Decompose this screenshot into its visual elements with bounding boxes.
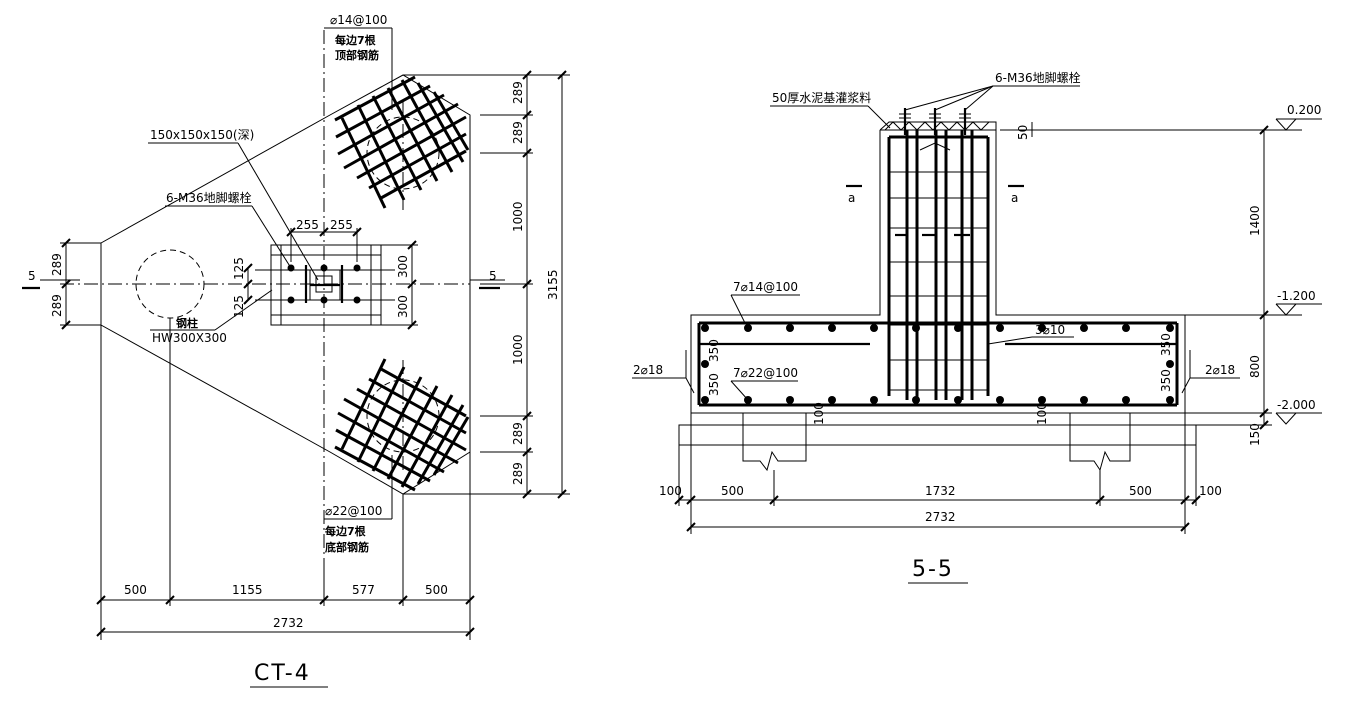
section-bolts-note: 6-M36地脚螺栓 [995, 70, 1081, 85]
anchor-bolt [287, 296, 295, 304]
elevation-marker-mid [1270, 303, 1322, 316]
elevation-top: 0.200 [1287, 103, 1321, 117]
dim-left-350-a: 350 [707, 339, 721, 362]
elevation-marker-bottom [1275, 412, 1322, 425]
blinding-layer [678, 424, 1197, 446]
dim-255-right: 255 [330, 218, 353, 232]
dim-r289-b: 289 [511, 121, 525, 144]
dim-125-lower: 125 [232, 295, 246, 318]
dim-r289-c: 289 [511, 422, 525, 445]
top-rebar-desc: 顶部钢筋 [335, 48, 379, 62]
dim-total-width: 2732 [273, 616, 304, 630]
bottom-bar-dots [701, 360, 1174, 404]
dim-sb-100-a: 100 [659, 484, 682, 498]
dim-255-left: 255 [296, 218, 319, 232]
pile-top [366, 116, 440, 190]
bottom-bars-note: 7⌀22@100 [733, 366, 798, 380]
side-bars-left: 2⌀18 [633, 363, 663, 377]
section-view: a a 50 1400 800 150 0.200 -1.200 [632, 70, 1322, 584]
column-label: 钢柱 [176, 316, 198, 330]
dim-150: 150 [1248, 423, 1262, 446]
pocket-note: 150x150x150(深) [150, 128, 254, 142]
dim-left-289-upper: 289 [50, 253, 64, 276]
elevation-dim-chain [1000, 122, 1272, 430]
dim-sb-500-b: 500 [1129, 484, 1152, 498]
plan-view: 255 255 125 125 300 300 289 289 5 5 [22, 13, 570, 688]
dim-left-289-lower: 289 [50, 294, 64, 317]
anchor-bolt [320, 296, 328, 304]
bottom-dim-chain [96, 318, 475, 640]
top-pile-rebar-grid [334, 75, 470, 209]
dim-125-upper: 125 [232, 257, 246, 280]
top-bar-dots [701, 324, 1174, 332]
elevation-mid: -1.200 [1277, 289, 1316, 303]
column-spec: HW300X300 [152, 331, 227, 345]
dim-right-350-b: 350 [1159, 369, 1173, 392]
plan-title: CT-4 [254, 661, 311, 686]
top-bars-note: 7⌀14@100 [733, 280, 798, 294]
dim-left-350-b: 350 [707, 373, 721, 396]
bottom-rebar-spec: ⌀22@100 [325, 504, 382, 518]
bottom-pile-rebar-grid [334, 358, 470, 492]
dim-r1000-a: 1000 [511, 201, 525, 232]
cap-rebar [697, 321, 1179, 407]
bottom-rebar-count: 每边7根 [325, 524, 367, 538]
dim-cover-100-a: 100 [812, 402, 826, 425]
dim-1400: 1400 [1248, 205, 1262, 236]
dim-r289-a: 289 [511, 81, 525, 104]
dim-r1000-b: 1000 [511, 334, 525, 365]
elevation-marker-top [1270, 118, 1322, 131]
elevation-bottom: -2.000 [1277, 398, 1316, 412]
grout-note: 50厚水泥基灌浆料 [772, 90, 871, 105]
dim-b1155: 1155 [232, 583, 263, 597]
dim-r289-d: 289 [511, 462, 525, 485]
section-title: 5-5 [912, 557, 954, 582]
dim-sb-500-a: 500 [721, 484, 744, 498]
base-plate [255, 244, 395, 326]
dim-b577: 577 [352, 583, 375, 597]
dim-b500-b: 500 [425, 583, 448, 597]
dim-300-lower: 300 [396, 295, 410, 318]
right-dim-chain [403, 70, 570, 499]
side-bars-right: 2⌀18 [1205, 363, 1235, 377]
anchor-bolt [320, 264, 328, 272]
pile-right-section [1069, 425, 1131, 472]
top-rebar-spec: ⌀14@100 [330, 13, 387, 27]
dim-sb-100-b: 100 [1199, 484, 1222, 498]
cut-mark-left: a [848, 191, 855, 205]
section-bottom-dim-chain [674, 413, 1201, 534]
top-rebar-count: 每边7根 [335, 33, 377, 47]
column-stub-rebar [887, 130, 990, 400]
dim-section-total: 2732 [925, 510, 956, 524]
anchor-bolt [353, 264, 361, 272]
dim-cover-100-b: 100 [1035, 402, 1049, 425]
cut-mark-right: a [1011, 191, 1018, 205]
anchor-bolts [899, 108, 971, 135]
dim-b500-a: 500 [124, 583, 147, 597]
section-mark-right: 5 [489, 269, 497, 283]
anchor-bolt [353, 296, 361, 304]
stirrup-note: 3⌀10 [1035, 323, 1065, 337]
section-mark-left: 5 [28, 269, 36, 283]
grout-layer [879, 121, 997, 131]
dim-sb-1732: 1732 [925, 484, 956, 498]
dim-total-height: 3155 [546, 269, 560, 300]
dim-grout-50: 50 [1016, 125, 1030, 140]
bottom-rebar-desc: 底部钢筋 [325, 540, 369, 554]
dim-800: 800 [1248, 355, 1262, 378]
pile-left-section [742, 425, 807, 472]
dim-right-350-a: 350 [1159, 333, 1173, 356]
plan-bolts-note: 6-M36地脚螺栓 [166, 190, 252, 205]
dim-300-upper: 300 [396, 255, 410, 278]
